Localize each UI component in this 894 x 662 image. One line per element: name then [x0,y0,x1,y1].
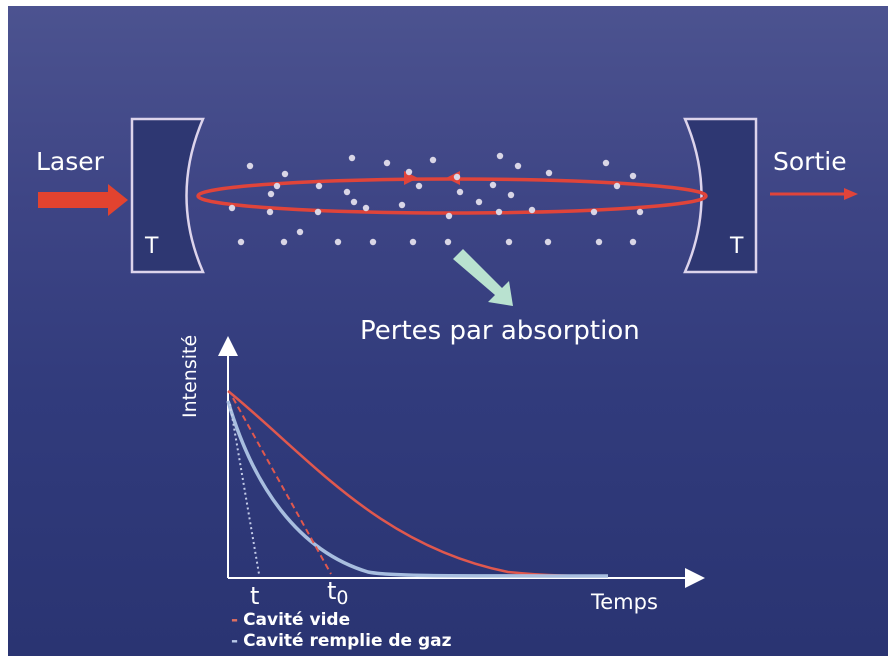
gas-molecule-dot [590,208,598,216]
gas-molecule-dot [505,238,513,246]
gas-molecule-dot [314,208,322,216]
cavity-svg [38,117,858,588]
gas-molecule-dot [383,159,391,167]
gas-molecule-dot [405,168,413,176]
gas-molecule-dot [602,159,610,167]
curve-gas-cavity [226,400,609,578]
gas-molecule-dot [453,173,461,181]
gas-molecule-dot [273,182,281,190]
gas-molecule-dot [415,182,423,190]
gas-molecules [228,152,644,246]
tick-label-t0: t0 [327,577,349,609]
mirror-left [130,117,205,274]
laser-input-arrow [38,184,128,216]
gas-molecule-dot [544,238,552,246]
gas-molecule-dot [496,152,504,160]
gas-molecule-dot [398,201,406,209]
gas-molecule-dot [495,208,503,216]
gas-molecule-dot [636,208,644,216]
gas-molecule-dot [348,154,356,162]
gas-molecule-dot [475,198,483,206]
legend-empty-marker: - [231,610,239,630]
gas-molecule-dot [507,191,515,199]
gas-molecule-dot [629,172,637,180]
gas-molecule-dot [445,212,453,220]
gas-molecule-dot [267,190,275,198]
y-axis-label: Intensité [179,334,201,418]
gas-molecule-dot [369,238,377,246]
gas-molecule-dot [237,238,245,246]
gas-molecule-dot [362,204,370,212]
gas-molecule-dot [280,238,288,246]
absorption-loss-label: Pertes par absorption [360,316,640,346]
gas-molecule-dot [334,238,342,246]
curve-empty-cavity [227,390,609,578]
gas-molecule-dot [296,228,304,236]
gas-molecule-dot [489,181,497,189]
gas-molecule-dot [228,204,236,212]
gas-molecule-dot [281,170,289,178]
laser-beam-loop [196,171,708,215]
gas-molecule-dot [409,238,417,246]
x-axis-label: Temps [591,590,658,614]
gas-molecule-dot [545,169,553,177]
legend-gas-cavity: -Cavité remplie de gaz [231,631,452,651]
gas-molecule-dot [595,238,603,246]
mirror-right [683,117,758,274]
gas-molecule-dot [514,162,522,170]
gas-molecule-dot [350,198,358,206]
gas-molecule-dot [444,238,452,246]
gas-molecule-dot [613,182,621,190]
tick-t0-main: t [327,577,337,605]
legend-empty-cavity: -Cavité vide [231,610,350,630]
decay-chart [218,336,705,588]
output-label: Sortie [773,147,847,176]
legend-gas-label: Cavité remplie de gaz [243,631,452,651]
gas-molecule-dot [456,188,464,196]
tangent-empty-cavity [232,397,332,575]
laser-label: Laser [36,147,104,176]
mirror-right-label: T [730,234,744,259]
gas-molecule-dot [246,162,254,170]
gas-molecule-dot [528,206,536,214]
tick-label-t: t [250,582,260,610]
gas-molecule-dot [429,156,437,164]
legend-empty-label: Cavité vide [243,610,351,630]
mirror-left-label: T [145,234,159,259]
gas-molecule-dot [315,182,323,190]
cavity-ring-down-diagram: Laser Sortie T T Pertes par absorption I… [8,6,888,656]
tangent-gas-cavity [229,403,260,575]
output-arrow [770,188,858,200]
gas-molecule-dot [629,238,637,246]
absorption-loss-arrow [453,249,513,306]
gas-molecule-dot [343,188,351,196]
legend-gas-marker: - [231,631,239,651]
tick-t0-subscript: 0 [336,587,349,609]
gas-molecule-dot [266,208,274,216]
